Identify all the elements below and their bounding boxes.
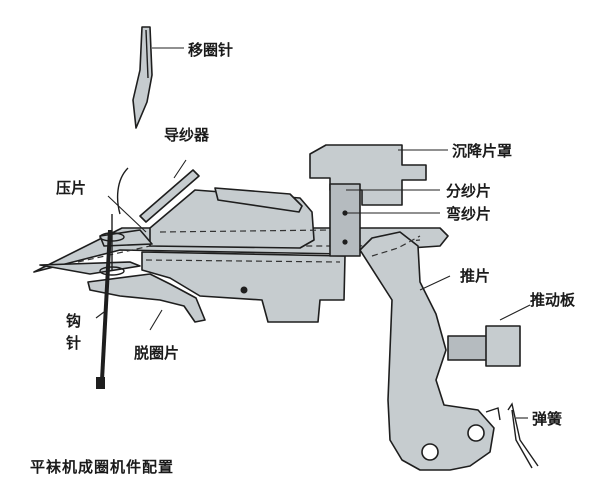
yarn-guide — [139, 169, 200, 223]
label-pusher: 推片 — [460, 267, 490, 285]
label-spring: 弹簧 — [532, 410, 562, 428]
sinker-body — [149, 187, 331, 249]
pusher — [359, 231, 501, 471]
knockover-sinker — [87, 273, 206, 323]
label-knockover-sinker: 脱圈片 — [134, 344, 179, 362]
label-transfer-needle: 移圈针 — [188, 41, 233, 59]
label-dividing-sinker: 分纱片 — [446, 182, 491, 200]
transfer-needle — [132, 26, 153, 129]
press-plate — [99, 229, 153, 247]
latch-needle — [96, 167, 129, 389]
label-press-plate: 压片 — [56, 179, 86, 197]
spring — [507, 402, 539, 469]
label-sinker-cover: 沉降片罩 — [452, 142, 512, 160]
label-yarn-guide: 导纱器 — [164, 126, 210, 144]
label-latch-needle-1: 钩 — [66, 312, 81, 330]
pusher-board — [447, 325, 521, 367]
figure-caption: 平袜机成圈机件配置 — [30, 458, 174, 476]
label-latch-needle-2: 针 — [66, 334, 81, 352]
sinker-cover — [309, 144, 427, 206]
label-pusher-board: 推动板 — [530, 291, 576, 309]
leader-lines — [95, 47, 531, 419]
label-bending-sinker: 弯纱片 — [446, 205, 491, 223]
sinker-column — [329, 183, 361, 257]
knock-over-base — [141, 251, 346, 323]
